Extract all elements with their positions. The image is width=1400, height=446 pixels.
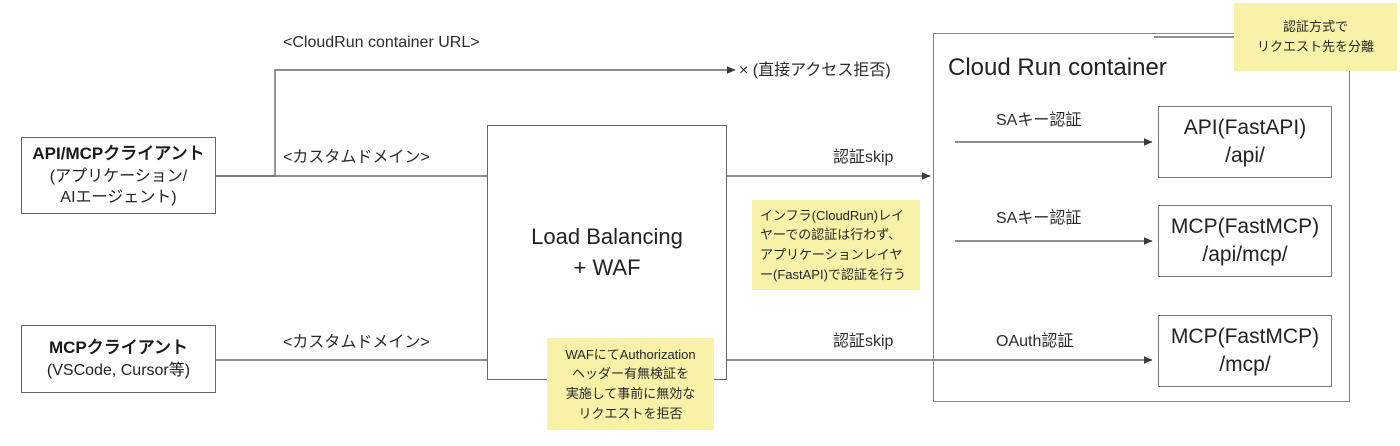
edge-label-custom-domain-top: <カスタムドメイン>: [283, 149, 430, 166]
service-box-mcp-api[interactable]: MCP(FastMCP) /api/mcp/: [1158, 205, 1332, 277]
note-app-layer-auth: インフラ(CloudRun)レイ ヤーでの認証は行わず、 アプリケーションレイヤ…: [752, 200, 920, 290]
service-path: /mcp/: [1219, 353, 1271, 376]
edge-label-sa-key-auth-1: SAキー認証: [996, 112, 1082, 129]
service-path: /api/: [1225, 144, 1265, 167]
edge-label-sa-key-auth-2: SAキー認証: [996, 210, 1082, 227]
service-path: /api/mcp/: [1202, 243, 1288, 266]
edge-label-cloudrun-url: <CloudRun container URL>: [283, 34, 480, 51]
client-box-api-mcp[interactable]: API/MCPクライアント (アプリケーション/ AIエージェント): [21, 137, 216, 214]
note-line: WAFにてAuthorization: [565, 346, 696, 362]
note-waf-authorization: WAFにてAuthorization ヘッダー有無検証を 実施して事前に無効な …: [547, 338, 714, 430]
note-line: インフラ(CloudRun)レイ: [760, 207, 905, 223]
edge-label-auth-skip-bottom: 認証skip: [833, 333, 894, 350]
client-subtitle: (VSCode, Cursor等): [46, 361, 191, 379]
note-line: ー(FastAPI)で認証を行う: [760, 266, 906, 282]
client-title: MCPクライアント: [48, 338, 189, 358]
edge-label-custom-domain-bottom: <カスタムドメイン>: [283, 334, 430, 351]
edge-label-auth-skip-top: 認証skip: [833, 149, 894, 166]
service-name: MCP(FastMCP): [1170, 215, 1320, 239]
client-subtitle-line1: (アプリケーション/: [49, 167, 188, 185]
load-balancing-waf-box[interactable]: Load Balancing + WAF: [487, 125, 727, 380]
service-box-api-fastapi[interactable]: API(FastAPI) /api/: [1158, 106, 1332, 178]
service-name: API(FastAPI): [1183, 116, 1307, 140]
edge-label-oauth-auth: OAuth認証: [996, 333, 1074, 350]
note-line: リクエスト先を分離: [1256, 39, 1374, 54]
note-line: アプリケーションレイヤ: [760, 247, 903, 262]
note-line: 実施して事前に無効な: [565, 386, 696, 401]
service-name: MCP(FastMCP): [1170, 325, 1320, 349]
lb-title-line2: + WAF: [573, 254, 641, 280]
client-title: API/MCPクライアント: [32, 144, 205, 164]
note-line: ヤーでの認証は行わず、: [760, 227, 902, 243]
service-box-mcp[interactable]: MCP(FastMCP) /mcp/: [1158, 315, 1332, 387]
edge-label-direct-access-denied: × (直接アクセス拒否): [739, 62, 891, 79]
cloud-run-container-title: Cloud Run container: [948, 54, 1167, 81]
note-line: ヘッダー有無検証を: [571, 366, 689, 382]
client-subtitle-line2: AIエージェント): [60, 188, 177, 206]
note-separate-by-auth: 認証方式で リクエスト先を分離: [1234, 3, 1397, 71]
lb-title-line1: Load Balancing: [531, 224, 683, 250]
note-line: リクエストを拒否: [578, 405, 683, 421]
note-line: 認証方式で: [1282, 19, 1348, 35]
client-box-mcp[interactable]: MCPクライアント (VSCode, Cursor等): [21, 325, 216, 393]
cloud-run-container[interactable]: [933, 33, 1350, 402]
